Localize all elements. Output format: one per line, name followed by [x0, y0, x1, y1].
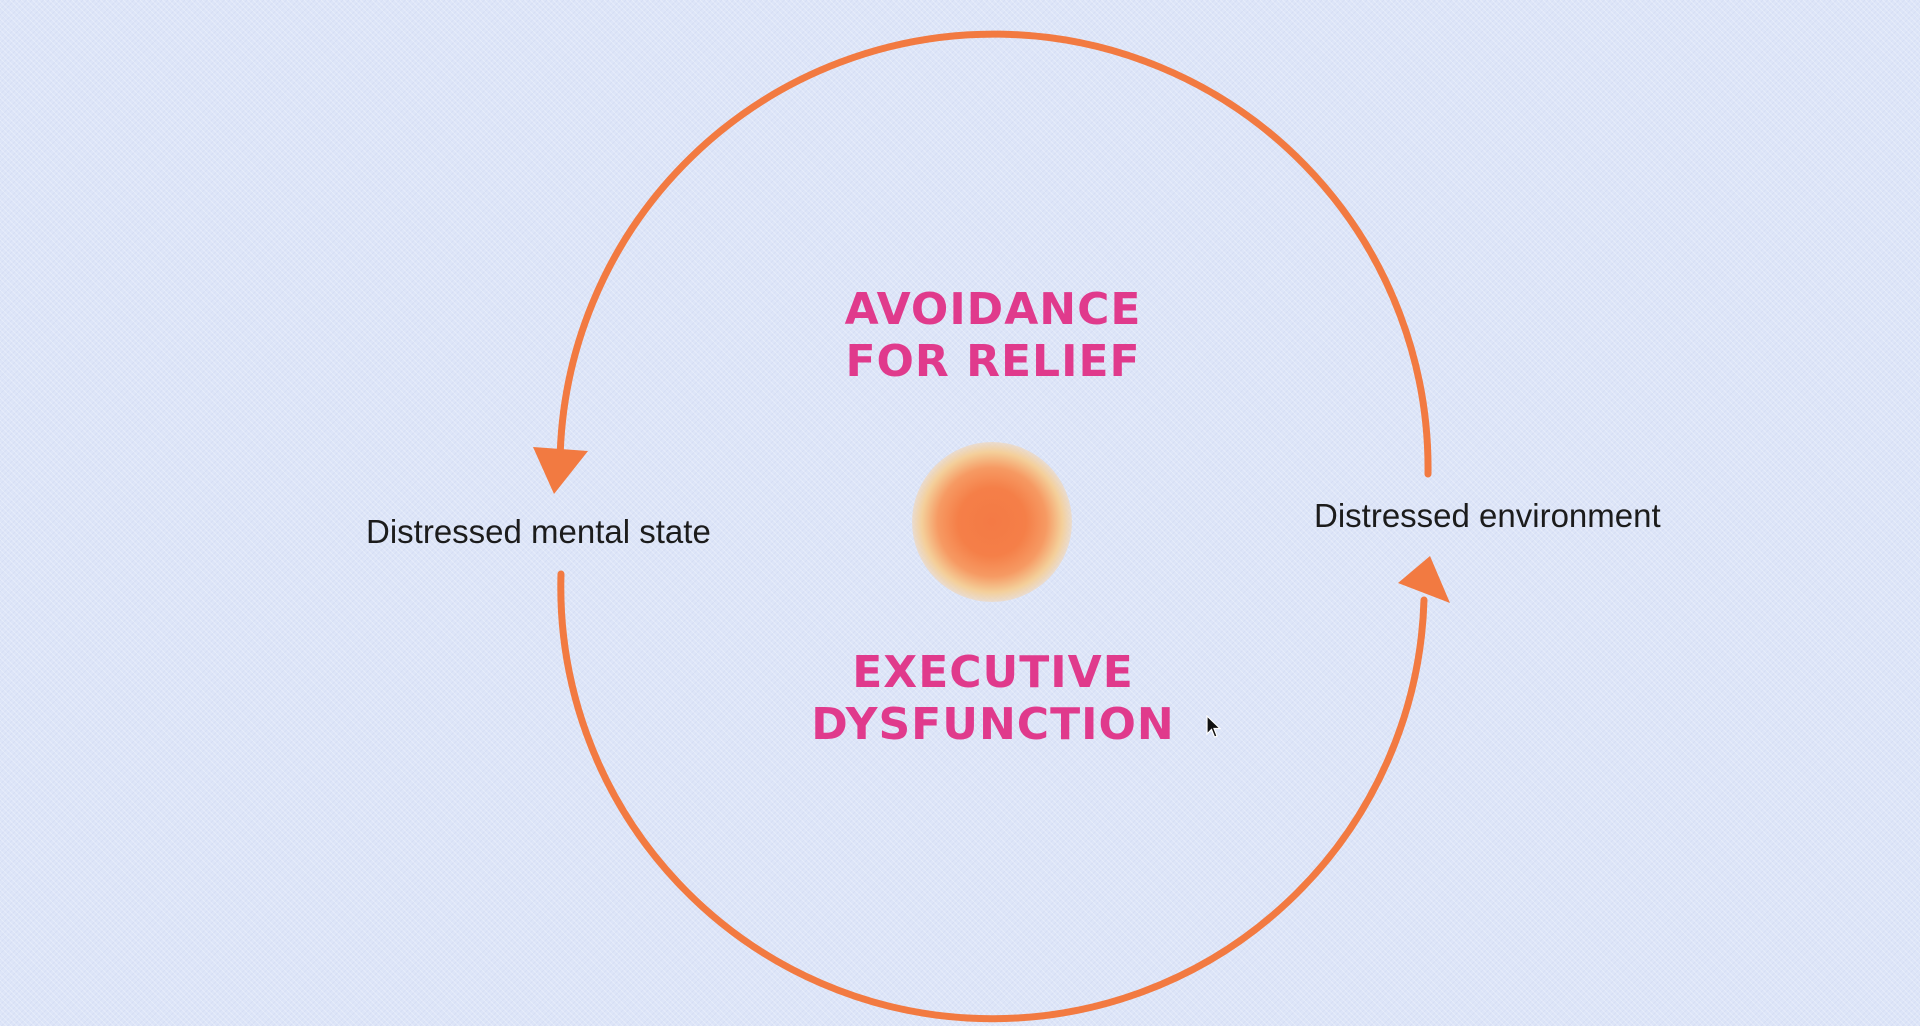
heading-top-line1: AVOIDANCE: [844, 284, 1142, 335]
heading-bottom-line1: EXECUTIVE: [852, 647, 1134, 698]
node-label-distressed-mental-state: Distressed mental state: [366, 513, 711, 550]
arrowhead-right-icon: [1398, 556, 1450, 603]
heading-top-line2: FOR RELIEF: [845, 336, 1141, 387]
heading-bottom-line2: DYSFUNCTION: [811, 699, 1175, 750]
mouse-pointer-icon: [1206, 715, 1222, 738]
heading-executive-dysfunction: EXECUTIVE DYSFUNCTION: [693, 647, 1293, 751]
cycle-arc-bottom: [557, 570, 1428, 1023]
node-label-distressed-environment: Distressed environment: [1314, 497, 1661, 534]
glowing-orb-icon: [912, 442, 1072, 602]
heading-avoidance-for-relief: AVOIDANCE FOR RELIEF: [693, 284, 1293, 388]
cycle-arc-top: [556, 30, 1432, 478]
arrowhead-left-icon: [533, 447, 588, 494]
